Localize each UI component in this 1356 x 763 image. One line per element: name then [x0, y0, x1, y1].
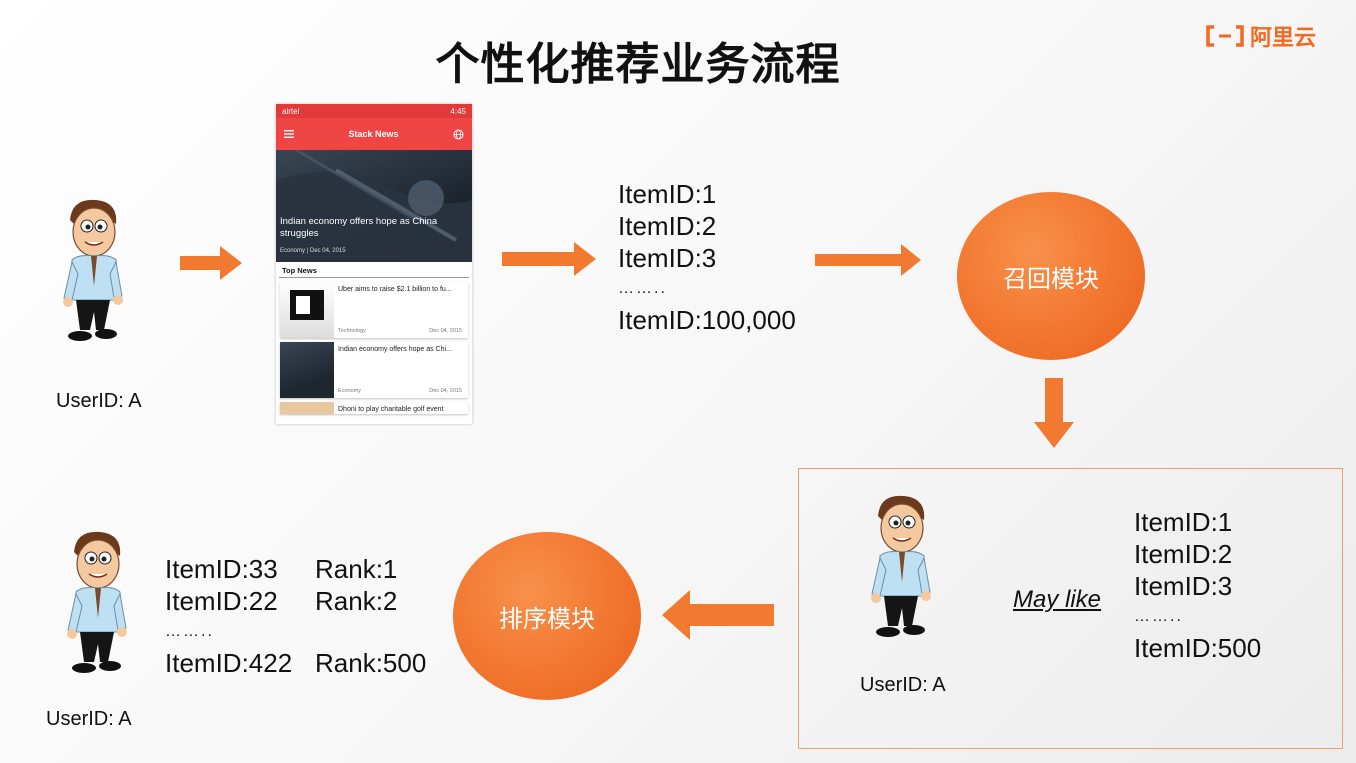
- hero-image: Indian economy offers hope as China stru…: [276, 150, 472, 262]
- candidate-item: ItemID:3: [618, 243, 717, 273]
- arrow-right-icon: [502, 242, 596, 276]
- ranked-item-rank: Rank:2: [315, 586, 398, 616]
- candidate-items: ItemID:1 ItemID:2 ItemID:3 …….. ItemID:1…: [618, 178, 796, 336]
- ranked-item-id: ItemID:422: [165, 648, 293, 678]
- news-card-headline: Indian economy offers hope as Chi...: [338, 346, 452, 353]
- ranked-item-rank: Rank:500: [315, 648, 427, 678]
- news-card: Dhoni to play charitable golf event: [280, 402, 468, 414]
- phone-status-bar: airtel 4:45: [276, 104, 472, 118]
- news-card-category: Technology: [338, 328, 366, 334]
- news-card-category: Economy: [338, 388, 361, 394]
- user-avatar-icon: [871, 495, 931, 637]
- ranked-item-id: ItemID:33: [165, 554, 278, 584]
- ranked-row: ItemID:422 Rank:500: [165, 647, 426, 679]
- phone-app-bar: Stack News: [276, 118, 472, 150]
- arrow-down-icon: [1034, 378, 1074, 448]
- carrier-label: airtel: [282, 106, 300, 116]
- uber-thumbnail: [280, 282, 334, 338]
- recall-module: 召回模块: [957, 192, 1145, 360]
- arrow-right-icon: [180, 246, 242, 280]
- aliyun-logo-icon: [1206, 25, 1244, 47]
- hamburger-menu-icon: [284, 130, 294, 138]
- hero-meta: Economy | Dec 04, 2015: [280, 248, 346, 254]
- recalled-item-last: ItemID:500: [1134, 633, 1262, 663]
- candidate-item: ItemID:2: [618, 211, 717, 241]
- recalled-item: ItemID:2: [1134, 539, 1233, 569]
- page-title: 个性化推荐业务流程: [435, 39, 841, 90]
- may-like-label: May like: [1013, 586, 1102, 613]
- user-avatar-icon: [63, 199, 123, 341]
- ellipsis: ……..: [165, 623, 214, 640]
- candidate-item-last: ItemID:100,000: [618, 305, 796, 335]
- app-title: Stack News: [348, 129, 399, 139]
- section-title: Top News: [279, 262, 469, 278]
- news-card-headline: Dhoni to play charitable golf event: [338, 406, 444, 413]
- clock-label: 4:45: [450, 106, 466, 116]
- ranked-item-rank: Rank:1: [315, 554, 398, 584]
- globe-icon: [453, 129, 464, 139]
- logo-text: 阿里云: [1249, 26, 1316, 51]
- user-label: UserID: A: [860, 674, 946, 696]
- news-card-date: Dec 04, 2015: [429, 328, 462, 334]
- ranked-item-id: ItemID:22: [165, 586, 278, 616]
- user-label: UserID: A: [56, 390, 142, 412]
- news-card: Uber aims to raise $2.1 billion to fu...…: [280, 282, 468, 338]
- rank-module: 排序模块: [453, 532, 641, 700]
- ellipsis: ……..: [1134, 608, 1183, 625]
- phone-screenshot: airtel 4:45 Stack News Indian economy of…: [276, 104, 472, 424]
- recall-result-box: [798, 468, 1343, 749]
- ranked-items: ItemID:33 Rank:1 ItemID:22 Rank:2 …….. I…: [165, 553, 426, 679]
- news-card-date: Dec 04, 2015: [429, 388, 462, 394]
- user-label: UserID: A: [46, 708, 132, 730]
- arrow-left-icon: [662, 590, 774, 640]
- aliyun-logo: 阿里云: [1206, 20, 1316, 52]
- ranked-row: ItemID:22 Rank:2: [165, 585, 426, 617]
- hero-photo: [276, 150, 472, 262]
- news-card: Indian economy offers hope as Chi... Eco…: [280, 342, 468, 398]
- recalled-item: ItemID:3: [1134, 571, 1233, 601]
- user-avatar-icon: [67, 531, 127, 673]
- ranked-row: ItemID:33 Rank:1: [165, 553, 426, 585]
- news-card-headline: Uber aims to raise $2.1 billion to fu...: [338, 286, 452, 293]
- hero-headline: Indian economy offers hope as China stru…: [280, 216, 438, 239]
- economy-thumbnail: [280, 342, 334, 398]
- candidate-item: ItemID:1: [618, 179, 717, 209]
- news-thumbnail: [280, 402, 334, 414]
- recalled-items: ItemID:1 ItemID:2 ItemID:3 …….. ItemID:5…: [1134, 506, 1261, 664]
- recalled-item: ItemID:1: [1134, 507, 1233, 537]
- arrow-right-icon: [815, 244, 921, 276]
- ellipsis: ……..: [618, 280, 667, 297]
